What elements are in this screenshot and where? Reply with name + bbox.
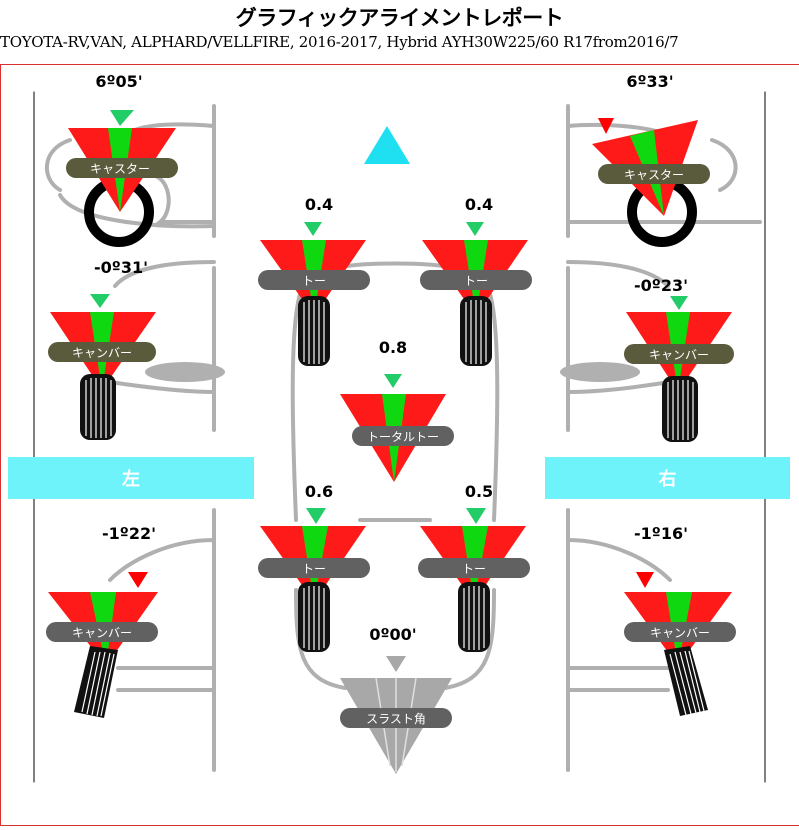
right-side-band: 右: [545, 457, 790, 499]
total-toe-label: トータルトー: [367, 430, 439, 444]
front-left-toe-gauge: トー: [258, 222, 370, 366]
front-left-camber-gauge: キャンバー: [48, 294, 156, 440]
camber-label: キャンバー: [649, 348, 709, 362]
caster-label: キャスター: [90, 162, 150, 176]
rear-right-camber-value: -1º16': [634, 524, 688, 543]
vehicle-spec: TOYOTA-RV,VAN, ALPHARD/VELLFIRE, 2016-20…: [0, 33, 679, 51]
rear-right-toe-gauge: トー: [418, 508, 530, 652]
thrust-angle-gauge: スラスト角: [340, 656, 452, 774]
left-border: [0, 64, 1, 826]
front-left-toe-value: 0.4: [304, 195, 334, 214]
forward-direction-arrow: [364, 126, 410, 164]
rear-right-camber-gauge: キャンバー: [624, 572, 736, 716]
front-left-caster-value: 6º05': [95, 72, 143, 91]
toe-label: トー: [462, 562, 486, 576]
toe-label: トー: [302, 274, 326, 288]
total-toe-gauge: トータルトー: [340, 374, 454, 482]
camber-label: キャンバー: [72, 626, 132, 640]
total-toe-value: 0.8: [378, 338, 408, 357]
report-title: グラフィックアライメントレポート: [235, 6, 564, 30]
rear-left-camber-gauge: キャンバー: [46, 572, 158, 718]
footer-divider: [0, 825, 799, 826]
front-right-toe-value: 0.4: [464, 195, 494, 214]
rear-left-camber-value: -1º22': [102, 524, 156, 543]
front-right-caster-value: 6º33': [626, 72, 674, 91]
camber-label: キャンバー: [650, 626, 710, 640]
thrust-angle-value: 0º00': [369, 625, 417, 644]
front-right-camber-value: -0º23': [634, 276, 688, 295]
thrust-angle-label: スラスト角: [366, 712, 426, 726]
front-right-caster-gauge: キャスター: [592, 118, 710, 216]
rear-right-toe-value: 0.5: [464, 482, 494, 501]
left-side-band: 左: [8, 457, 254, 499]
camber-label: キャンバー: [72, 346, 132, 360]
toe-label: トー: [302, 562, 326, 576]
header-divider: [0, 64, 799, 65]
right-label: 右: [658, 469, 677, 490]
toe-label: トー: [464, 274, 488, 288]
front-right-toe-gauge: トー: [420, 222, 532, 366]
caster-label: キャスター: [624, 168, 684, 182]
left-label: 左: [122, 469, 140, 490]
front-right-camber-gauge: キャンバー: [624, 296, 734, 442]
rear-left-toe-gauge: トー: [258, 508, 370, 652]
rear-left-toe-value: 0.6: [304, 482, 334, 501]
front-left-caster-gauge: キャスター: [66, 110, 178, 212]
front-left-camber-value: -0º31': [94, 258, 148, 277]
